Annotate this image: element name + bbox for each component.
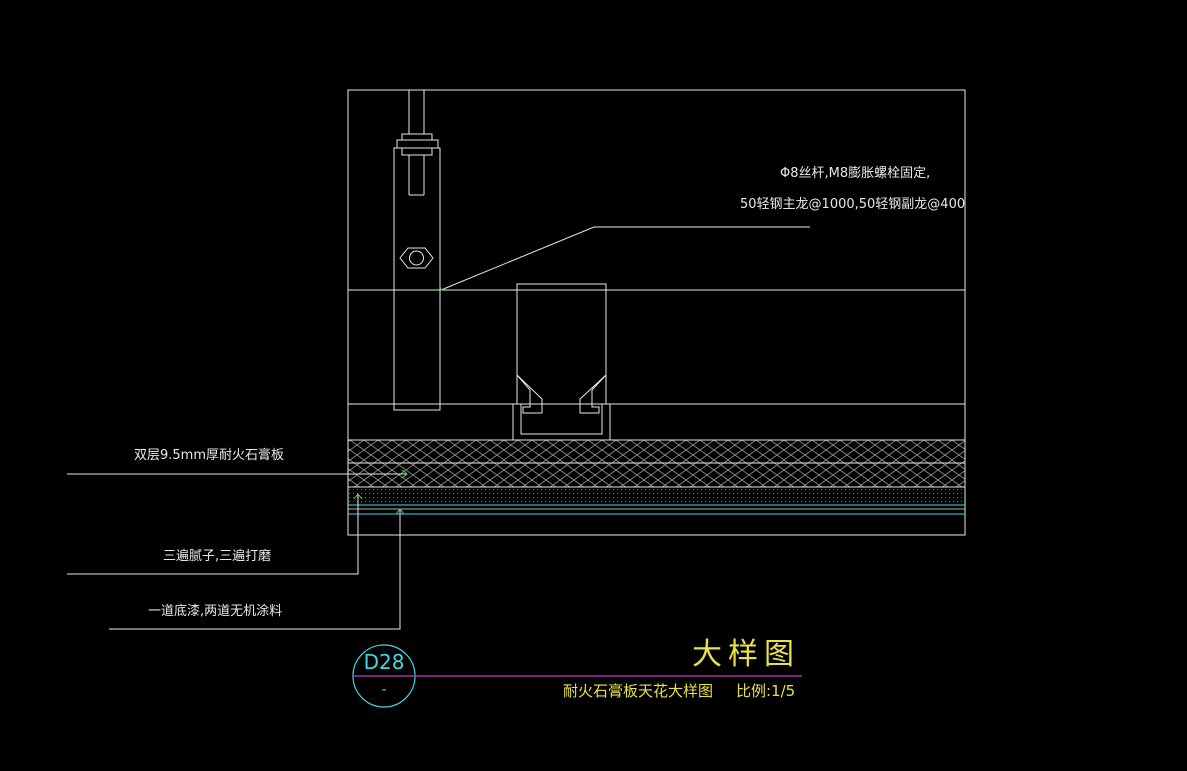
rod-annotation-line1: Φ8丝杆,M8膨胀螺栓固定,	[780, 166, 930, 181]
board-annotation: 双层9.5mm厚耐火石膏板	[134, 447, 284, 463]
drawing-number: D28	[364, 650, 405, 674]
paint-annotation-leader	[109, 508, 405, 630]
detail-frame	[347, 89, 966, 536]
board-annotation-leader	[67, 469, 408, 479]
drawing-title: 大样图	[692, 637, 800, 672]
paint-annotation: 一道底漆,两道无机涂料	[148, 603, 282, 619]
gypsum-board-layer-1	[347, 439, 966, 464]
drawing-subtitle: 耐火石膏板天花大样图	[563, 682, 713, 700]
putty-layer	[347, 486, 966, 506]
main-keel-profile	[512, 283, 611, 441]
putty-annotation: 三遍腻子,三遍打磨	[163, 548, 271, 564]
hanger-rod-assembly	[393, 90, 441, 411]
drawing-scale: 比例:1/5	[736, 682, 795, 700]
rod-annotation-line2: 50轻钢主龙@1000,50轻钢副龙@400	[740, 197, 965, 212]
sheet-number: -	[381, 682, 386, 698]
rod-annotation-leader	[439, 226, 810, 291]
putty-annotation-leader	[67, 493, 363, 575]
gypsum-board-layer-2	[347, 462, 966, 488]
